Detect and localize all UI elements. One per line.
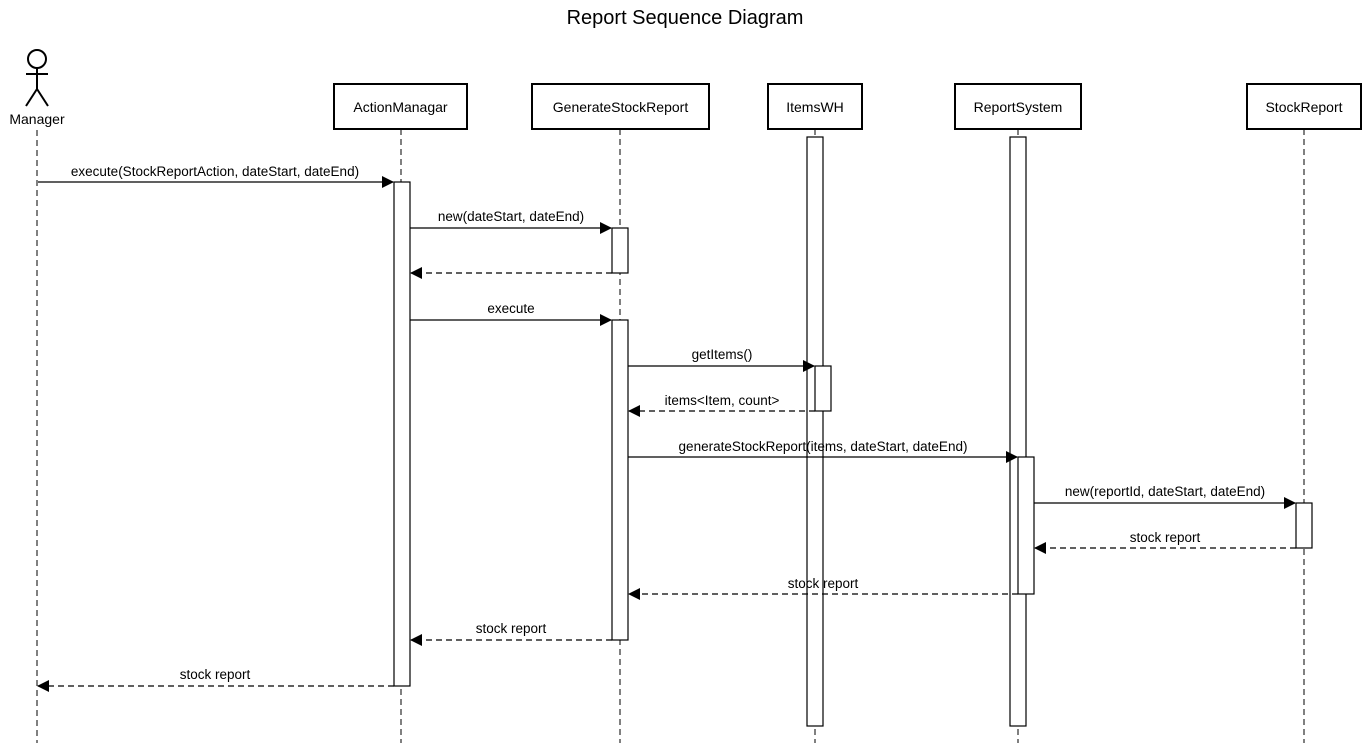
- participant-generatestockreport: GenerateStockReport: [531, 83, 710, 130]
- message-return-stock-report-3: stock report: [410, 621, 612, 646]
- message-label: stock report: [476, 621, 547, 636]
- message-label: new(dateStart, dateEnd): [438, 209, 584, 224]
- message-label: getItems(): [692, 347, 753, 362]
- activation-generatestockreport-new: [611, 227, 629, 274]
- participant-label-stockreport: StockReport: [1265, 99, 1342, 115]
- message-label: execute(StockReportAction, dateStart, da…: [71, 164, 359, 179]
- message-label: items<Item, count>: [665, 393, 780, 408]
- message-label: stock report: [180, 667, 251, 682]
- message-label: generateStockReport(items, dateStart, da…: [679, 439, 968, 454]
- actor-label: Manager: [9, 111, 65, 127]
- message-label: execute: [487, 301, 534, 316]
- message-label: new(reportId, dateStart, dateEnd): [1065, 484, 1265, 499]
- message-execute: execute: [410, 301, 612, 326]
- actor-head: [27, 49, 47, 69]
- actor-right-leg: [36, 88, 49, 107]
- actor-manager: [25, 49, 49, 107]
- participant-itemswh: ItemsWH: [767, 83, 863, 130]
- messages: execute(StockReportAction, dateStart, da…: [37, 164, 1296, 692]
- actor-left-leg: [25, 88, 38, 107]
- message-new-stockreport: new(reportId, dateStart, dateEnd): [1034, 484, 1296, 509]
- activation-actionmanagar: [393, 181, 411, 687]
- message-return-stock-report-4: stock report: [37, 667, 394, 692]
- activation-generatestockreport-execute: [611, 319, 629, 641]
- message-label: stock report: [788, 576, 859, 591]
- activation-stockreport-new: [1295, 502, 1313, 549]
- participant-stockreport: StockReport: [1246, 83, 1362, 130]
- message-execute-stock-report-action: execute(StockReportAction, dateStart, da…: [38, 164, 394, 188]
- message-new-generatestockreport: new(dateStart, dateEnd): [410, 209, 612, 234]
- participants: ActionManagar GenerateStockReport ItemsW…: [333, 83, 1362, 130]
- diagram-title: Report Sequence Diagram: [567, 7, 804, 29]
- participant-label-itemswh: ItemsWH: [786, 99, 844, 115]
- lifelines: [36, 129, 1305, 743]
- message-return-stock-report-2: stock report: [628, 576, 1018, 600]
- message-return-items: items<Item, count>: [628, 393, 815, 417]
- participant-label-reportsystem: ReportSystem: [974, 99, 1063, 115]
- participant-label-actionmanagar: ActionManagar: [353, 99, 448, 115]
- activations: [393, 136, 1313, 727]
- activation-itemswh-outer: [806, 136, 824, 727]
- activation-reportsystem-generate: [1017, 456, 1035, 595]
- participant-reportsystem: ReportSystem: [954, 83, 1082, 130]
- activation-reportsystem-outer: [1009, 136, 1027, 727]
- message-generatestockreport: generateStockReport(items, dateStart, da…: [628, 439, 1018, 463]
- participant-actionmanagar: ActionManagar: [333, 83, 468, 130]
- message-label: stock report: [1130, 530, 1201, 545]
- message-return-stock-report-1: stock report: [1034, 530, 1296, 554]
- message-getitems: getItems(): [628, 347, 815, 372]
- participant-label-generatestockreport: GenerateStockReport: [553, 99, 689, 115]
- activation-itemswh-getitems: [814, 365, 832, 412]
